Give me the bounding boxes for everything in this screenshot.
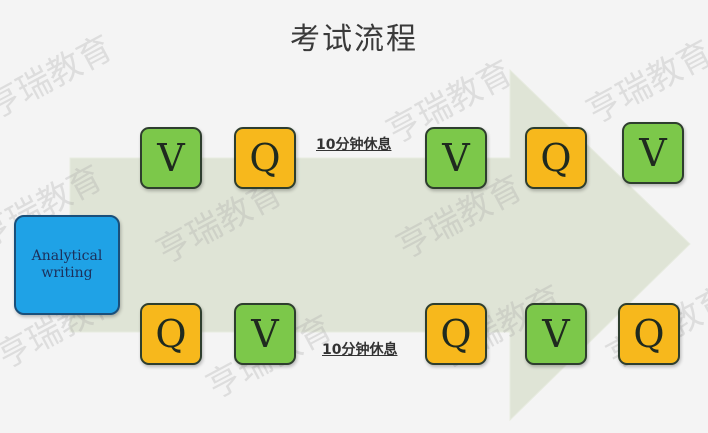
top-section-verbal-1: V [140,127,202,189]
top-break-label: 10分钟休息 [316,137,392,153]
bottom-section-quant-1: Q [140,303,202,365]
bottom-break-label: 10分钟休息 [322,342,398,358]
analytical-writing-box: Analytical writing [14,215,120,315]
top-section-quant-1: Q [234,127,296,189]
bottom-section-quant-2: Q [425,303,487,365]
bottom-section-verbal-1: V [234,303,296,365]
bottom-section-verbal-2: V [525,303,587,365]
top-section-quant-2: Q [525,127,587,189]
bottom-section-quant-3: Q [618,303,680,365]
analytical-writing-label: Analytical writing [31,247,103,282]
top-section-verbal-2: V [425,127,487,189]
page-title: 考试流程 [290,22,418,57]
top-section-verbal-3: V [622,122,684,184]
